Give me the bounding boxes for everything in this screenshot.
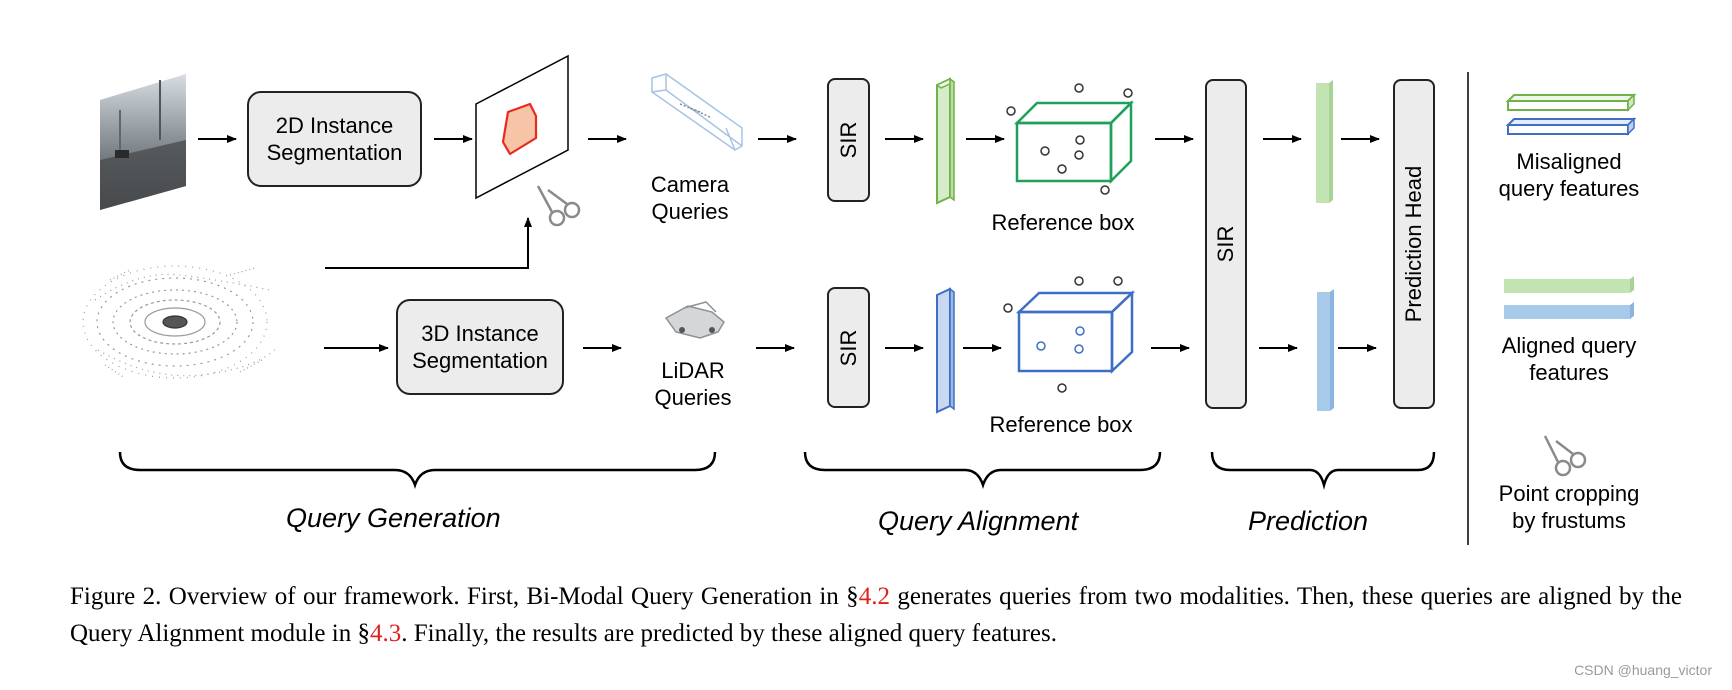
section-query-alignment: Query Alignment	[878, 506, 1079, 536]
lidar-feature-bar	[936, 287, 955, 414]
legend-cropping-label: Point cropping by frustums	[1498, 481, 1640, 533]
camera-frustum-icon	[651, 73, 743, 151]
legend-misaligned-bars	[1505, 93, 1637, 136]
camera-queries-label: Camera Queries	[650, 172, 730, 224]
figure-caption: Figure 2. Overview of our framework. Fir…	[70, 578, 1682, 652]
aligned-camera-feature-bar	[1316, 80, 1333, 203]
section-ref-4-3[interactable]: 4.3	[369, 620, 402, 647]
3d-instance-segmentation-block: 3D Instance Segmentation	[396, 299, 564, 395]
brace-prediction	[1210, 451, 1436, 490]
sir-top-block: SIR	[827, 78, 870, 202]
segmentation-plane	[475, 54, 569, 200]
watermark: CSDN @huang_victor	[1574, 662, 1712, 678]
aligned-lidar-feature-bar	[1317, 289, 1334, 411]
brace-query-generation	[118, 451, 717, 489]
lidar-car-icon	[664, 301, 725, 339]
legend-misaligned-label: Misaligned query features	[1498, 149, 1640, 201]
section-prediction: Prediction	[1248, 506, 1369, 536]
camera-image	[100, 74, 186, 210]
reference-box-bottom	[1003, 276, 1136, 393]
legend-aligned-label: Aligned query features	[1501, 333, 1637, 385]
sir-bottom-label: SIR	[835, 329, 861, 366]
sir-top-label: SIR	[835, 121, 861, 159]
scissors-icon	[536, 185, 581, 227]
lidar-queries-label: LiDAR Queries	[654, 358, 732, 410]
brace-query-alignment	[803, 451, 1162, 489]
sir-shared-label: SIR	[1213, 225, 1238, 263]
prediction-head-block: Prediction Head	[1393, 79, 1435, 409]
sir-bottom-block: SIR	[827, 287, 870, 408]
caption-prefix: Figure 2. Overview of our framework. Fir…	[70, 583, 859, 610]
legend-scissors-icon	[1543, 435, 1587, 477]
section-ref-4-2[interactable]: 4.2	[858, 583, 890, 610]
camera-feature-bar	[935, 77, 956, 205]
sir-shared-block: SIR	[1205, 79, 1247, 409]
caption-middle: generates queries from two modalities. T…	[70, 583, 1682, 647]
legend-aligned-bars	[1504, 276, 1634, 319]
reference-box-bottom-label: Reference box	[989, 412, 1133, 437]
section-query-generation: Query Generation	[286, 503, 501, 533]
framework-diagram	[82, 54, 1637, 545]
reference-box-top	[1006, 83, 1135, 195]
prediction-head-label: Prediction Head	[1401, 165, 1426, 323]
2d-instance-segmentation-block: 2D Instance Segmentation	[247, 91, 422, 187]
caption-suffix: . Finally, the results are predicted by …	[401, 620, 1058, 647]
reference-box-top-label: Reference box	[991, 210, 1135, 235]
lidar-point-cloud	[82, 265, 276, 379]
